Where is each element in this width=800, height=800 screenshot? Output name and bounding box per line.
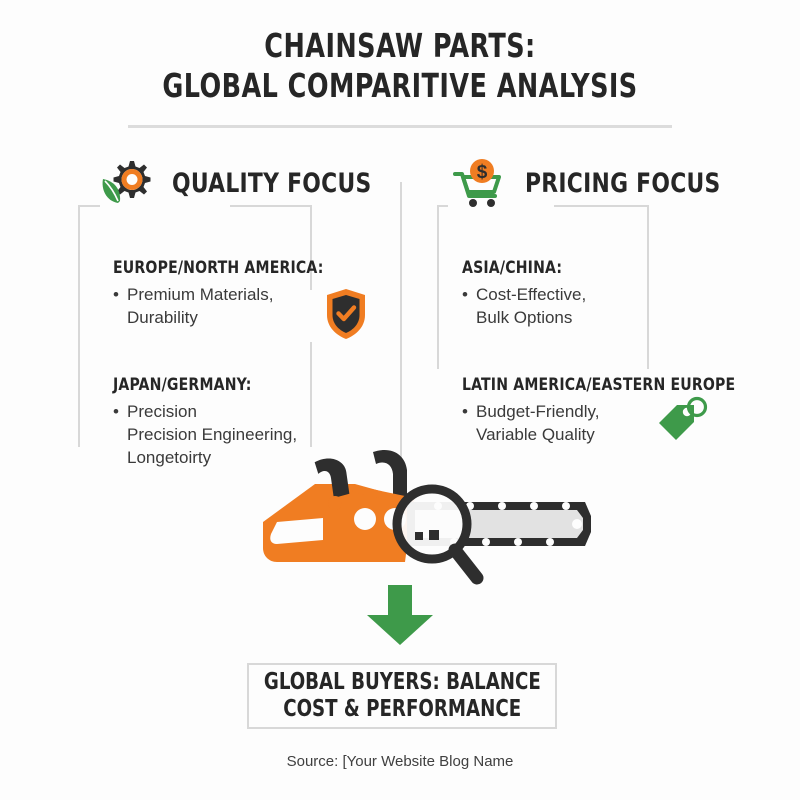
region-detail: Budget-Friendly, Variable Quality [462,400,722,446]
conclusion-box: GLOBAL BUYERS: BALANCE COST & PERFORMANC… [247,663,557,729]
gear-leaf-icon [96,155,162,211]
title-line-1: CHAINSAW PARTS: [264,26,536,65]
price-tag-icon [656,396,712,448]
entry-japan-germany: JAPAN/GERMANY: Precision Precision Engin… [113,375,383,469]
region-label: LATIN AMERICA/EASTERN EUROPE [462,375,736,395]
pricing-focus-label: PRICING FOCUS [525,167,721,199]
region-detail: Premium Materials, Durability [113,283,323,329]
region-label: JAPAN/GERMANY: [113,375,252,395]
entry-europe-north-america: EUROPE/NORTH AMERICA: Premium Materials,… [113,258,323,329]
quality-focus-label: QUALITY FOCUS [172,167,372,199]
source-credit: Source: [Your Website Blog Name [286,753,514,770]
pricing-focus-heading: $ PRICING FOCUS [449,155,742,211]
quality-focus-heading: QUALITY FOCUS [96,155,394,211]
conclusion-line-1: GLOBAL BUYERS: BALANCE [263,669,541,695]
title-line-2: GLOBAL COMPARITIVE ANALYSIS [162,66,638,105]
region-detail: Precision [113,400,383,423]
shield-check-icon [325,288,367,340]
region-detail-extra: Precision Engineering, Longetoirty [127,425,298,467]
entry-asia-china: ASIA/CHINA: Cost-Effective, Bulk Options [462,258,682,329]
title-divider [128,125,672,128]
conclusion-line-2: COST & PERFORMANCE [283,696,521,722]
region-label: ASIA/CHINA: [462,258,563,278]
page-title: CHAINSAW PARTS: GLOBAL COMPARITIVE ANALY… [0,26,800,106]
region-detail: Cost-Effective, Bulk Options [462,283,682,329]
shopping-cart-dollar-icon: $ [449,155,515,211]
svg-text:$: $ [477,162,488,183]
down-arrow-icon [355,585,445,647]
entry-latin-america-eastern-europe: LATIN AMERICA/EASTERN EUROPE Budget-Frie… [462,375,736,446]
column-divider [400,182,402,460]
chainsaw-magnifier-icon [255,440,595,600]
quality-frame-gap [100,200,230,212]
region-label: EUROPE/NORTH AMERICA: [113,258,324,278]
